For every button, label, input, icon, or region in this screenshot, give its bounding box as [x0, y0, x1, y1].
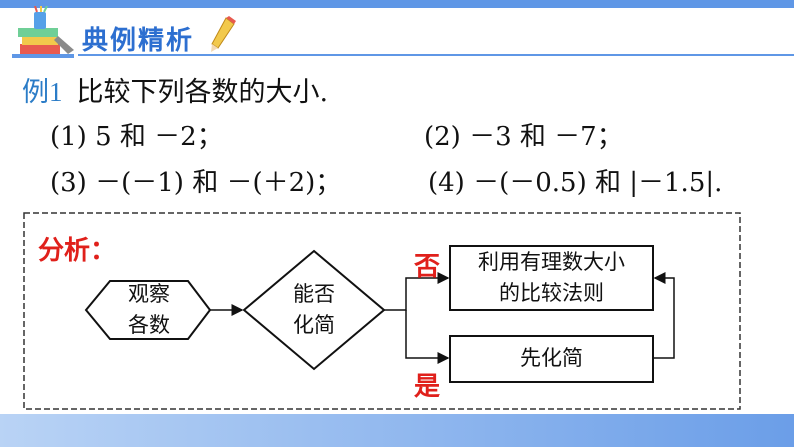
rule-node-text: 利用有理数大小 的比较法则 [478, 250, 625, 305]
example-heading: 例1 比较下列各数的大小. [22, 70, 328, 109]
decide-node-text: 能否 化简 [293, 282, 335, 337]
branch-yes-label: 是 [414, 372, 441, 402]
arrow-no [384, 272, 450, 311]
problem-3: (3) －(－1) 和 －(＋2)； [50, 168, 342, 198]
books-icon [12, 6, 74, 58]
problem-2: (2) －3 和 －7； [424, 122, 623, 152]
decide-node [242, 249, 386, 371]
observe-node-text: 观察 各数 [128, 282, 170, 337]
section-title: 典例精析 [82, 26, 195, 56]
pencil-icon [211, 16, 236, 52]
simplify-node-text: 先化简 [520, 346, 583, 370]
arrow-yes [405, 310, 450, 364]
problem-1: (1) 5 和 －2； [50, 122, 223, 152]
simplify-node [449, 335, 654, 383]
example-label: 例1 [22, 77, 63, 107]
branch-no-label: 否 [414, 252, 441, 282]
header-divider [78, 54, 794, 56]
example-prompt: 比较下列各数的大小. [76, 77, 329, 108]
top-accent-bar [0, 0, 794, 8]
bottom-gradient-band [0, 414, 794, 447]
arrow-simplify-rule [653, 272, 675, 359]
problem-4: (4) －(－0.5) 和 |－1.5|. [428, 168, 723, 198]
rule-node [449, 245, 654, 311]
analysis-frame [23, 212, 741, 410]
analysis-label: 分析： [38, 236, 117, 266]
